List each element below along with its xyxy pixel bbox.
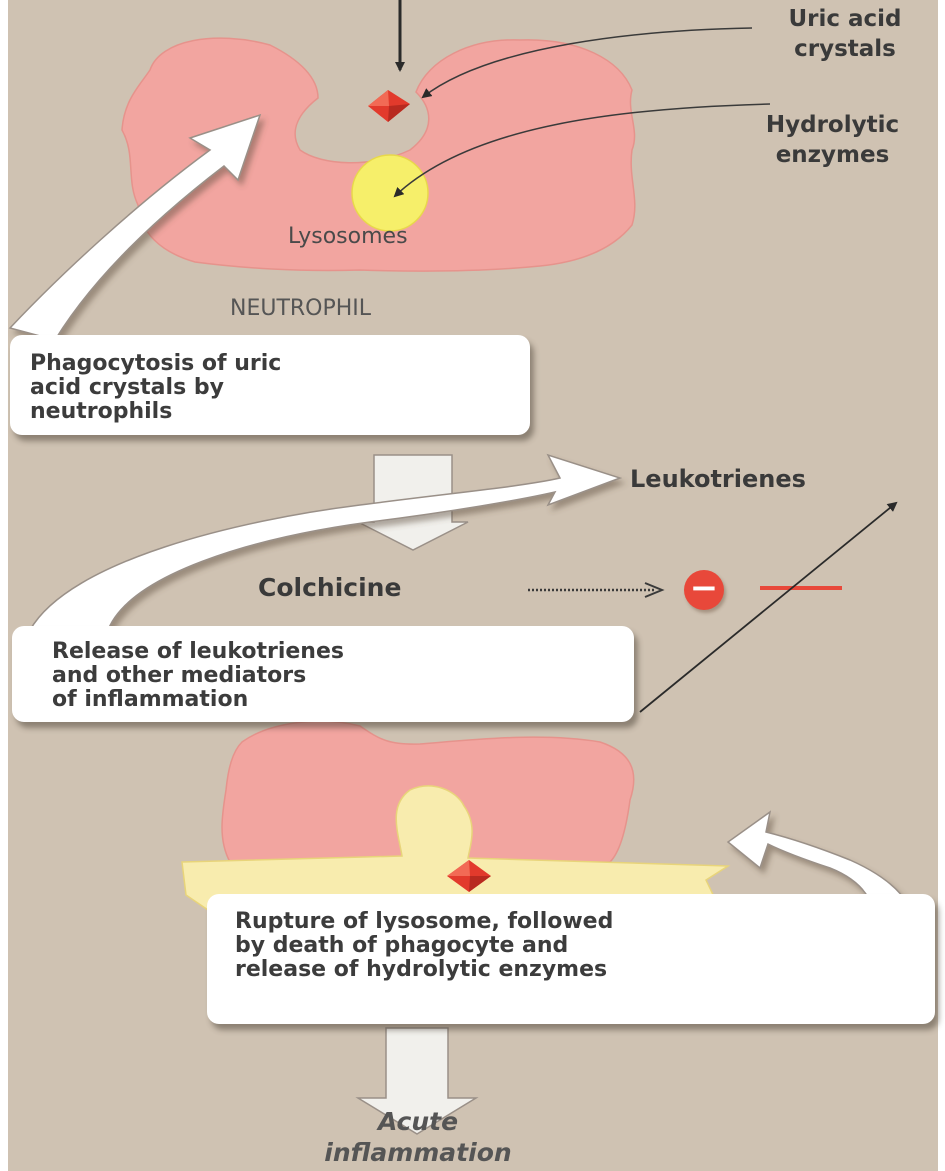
phagocytosis-callout: Phagocytosis of uric acid crystals by ne… [10, 335, 530, 435]
lysosomes-label: Lysosomes [288, 223, 408, 251]
leukotrienes-label: Leukotrienes [630, 464, 806, 494]
release-text: Release of leukotrienes and other mediat… [52, 640, 344, 712]
colchicine-label: Colchicine [258, 572, 401, 604]
rupture-text: Rupture of lysosome, followed by death o… [235, 910, 613, 982]
inhibition-icon: − [684, 570, 724, 610]
phagocytosis-text: Phagocytosis of uric acid crystals by ne… [30, 352, 281, 424]
minus-glyph: − [690, 571, 719, 605]
hydrolytic-enzymes-label: Hydrolytic enzymes [722, 110, 943, 170]
neutrophil-label: NEUTROPHIL [230, 295, 371, 323]
lysosome [352, 155, 428, 231]
release-callout: Release of leukotrienes and other mediat… [12, 626, 634, 722]
acute-inflammation-label: Acute inflammation [258, 1106, 578, 1168]
uric-acid-crystals-label: Uric acid crystals [752, 4, 938, 64]
rupture-callout: Rupture of lysosome, followed by death o… [207, 894, 935, 1024]
